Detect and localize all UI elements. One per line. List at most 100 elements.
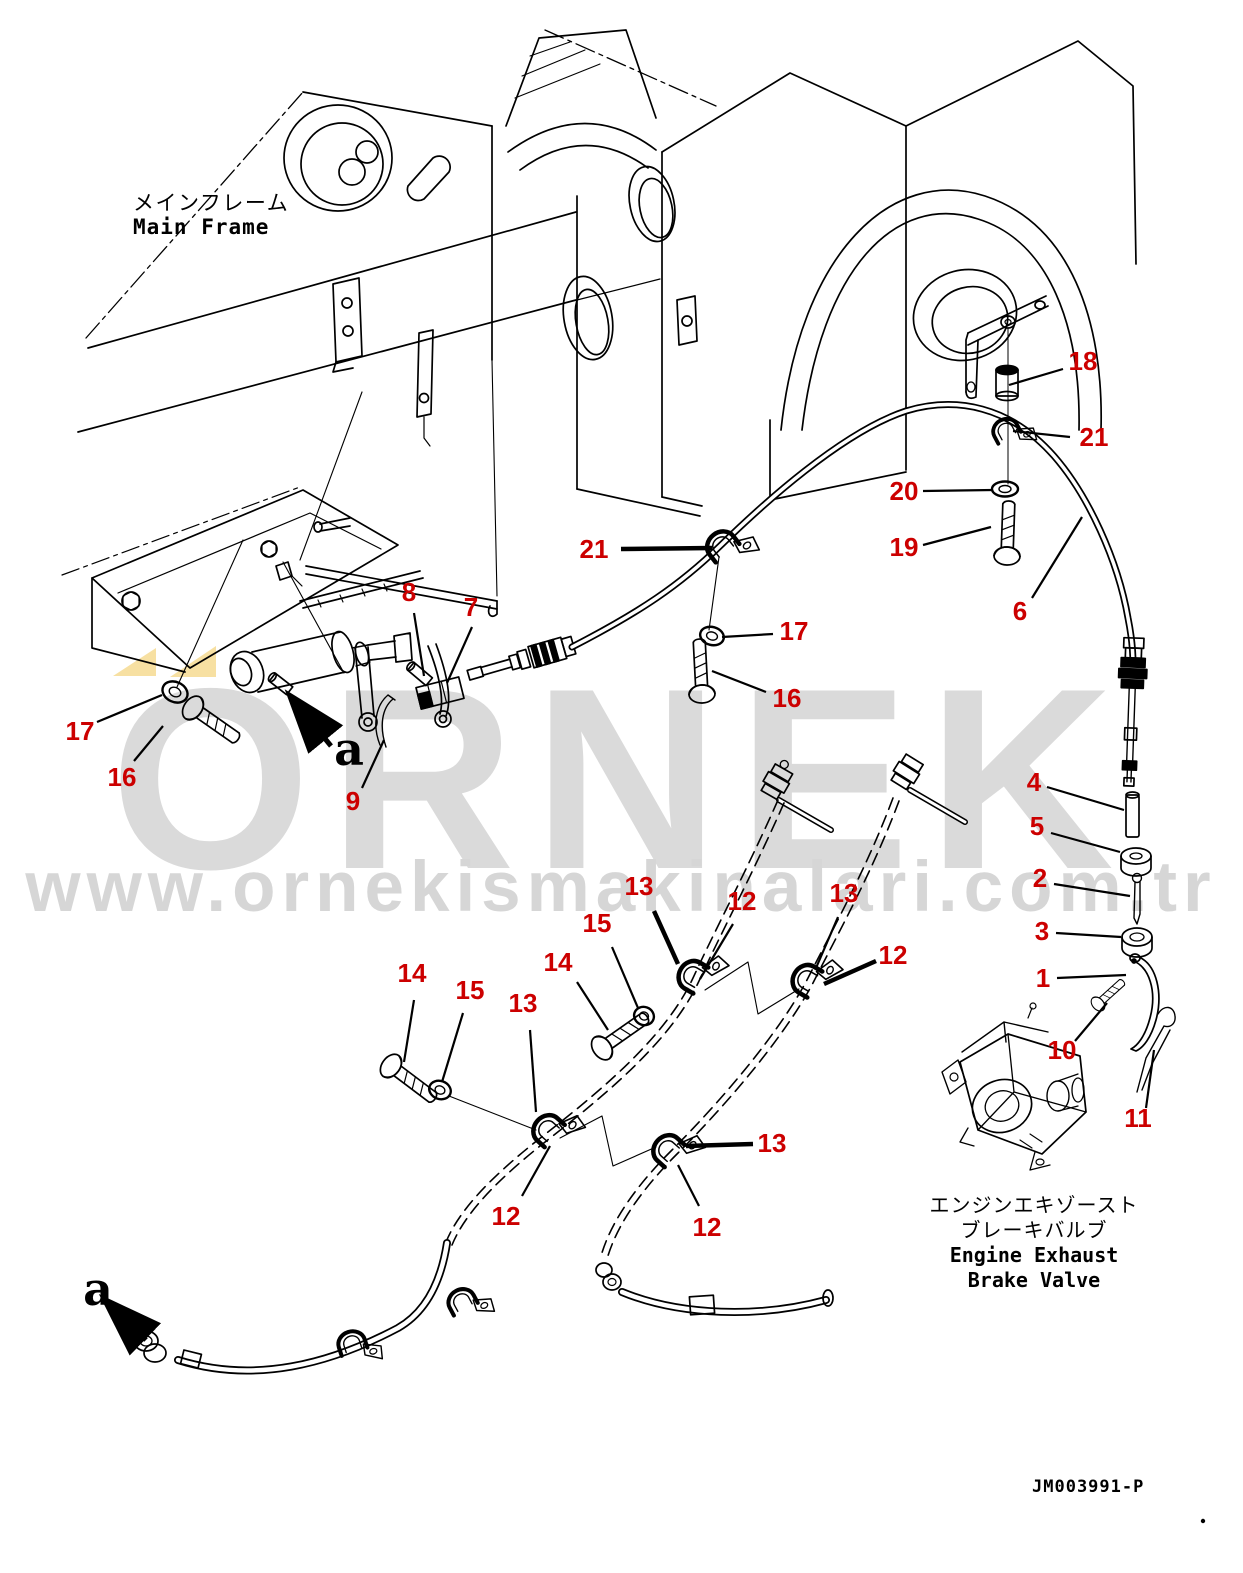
leader-line (133, 725, 164, 762)
part-number-label: 17 (66, 716, 95, 746)
leader-line (1008, 367, 1064, 387)
brake-valve-label-en1: Engine Exhaust (950, 1243, 1119, 1267)
lever-1 (1130, 956, 1160, 1052)
leader-line (445, 626, 474, 684)
part-number-label: 13 (758, 1128, 787, 1158)
leader-line (699, 923, 734, 980)
leader-line (1053, 882, 1131, 898)
fasteners (161, 625, 726, 1111)
cable-lower-end (1117, 636, 1148, 787)
part-number-label: 7 (464, 592, 478, 622)
leader-line (922, 488, 994, 493)
part-number-label: 10 (1048, 1035, 1077, 1065)
annotations: メインフレーム Main Frame エンジンエキゾースト ブレーキバルブ En… (133, 191, 1206, 1524)
leader-line (361, 739, 385, 789)
part-number-label: 21 (580, 534, 609, 564)
leader-line (610, 946, 640, 1009)
part-number-label: 12 (728, 886, 757, 916)
leader-line (1050, 831, 1121, 854)
leader-line (814, 916, 840, 969)
leader-line (1144, 1049, 1156, 1109)
part-number-label: 17 (780, 616, 809, 646)
part-number-label: 12 (879, 940, 908, 970)
main-frame-drawing (77, 29, 1137, 597)
leader-line (922, 525, 992, 547)
part-number-label: 18 (1069, 346, 1098, 376)
part-number-label: 5 (1030, 811, 1044, 841)
nut-3 (1121, 927, 1153, 947)
part-number-label: 1 (1036, 963, 1050, 993)
part-number-label: 14 (544, 947, 573, 977)
part-number-label: 12 (693, 1212, 722, 1242)
hose-assembly (133, 753, 968, 1375)
leader-line (96, 693, 163, 724)
part-number-label: 16 (108, 762, 137, 792)
drawing-number: JM003991-P (1032, 1477, 1144, 1497)
part-number-label: 13 (830, 878, 859, 908)
hose-elbow-fitting (890, 753, 924, 791)
brake-valve-drawing (941, 1002, 1087, 1171)
brake-valve-label-jp2: ブレーキバルブ (961, 1218, 1108, 1242)
part-number-label: 6 (1013, 596, 1027, 626)
part-number-label: 13 (509, 988, 538, 1018)
leader-line (651, 910, 681, 965)
leader-line (1046, 785, 1125, 812)
part-number-label: 20 (890, 476, 919, 506)
main-frame-label-jp: メインフレーム (133, 191, 289, 215)
view-letter: a (83, 1262, 113, 1316)
part-number-label: 15 (456, 975, 485, 1005)
mount-bracket-assembly (61, 486, 498, 732)
upper-bracket-parts (965, 295, 1049, 567)
leader-line (412, 612, 426, 677)
highlight-triangle (170, 646, 216, 677)
leader-line (685, 1141, 754, 1149)
view-arrow (284, 689, 344, 754)
watermark-url: www.ornekismakinalari.com.tr (24, 848, 1216, 927)
view-letter: a (334, 722, 364, 776)
part-number-label: 13 (625, 871, 654, 901)
leader-line (823, 958, 877, 987)
leader-line (1074, 1002, 1108, 1042)
part-number-label: 9 (346, 786, 360, 816)
line-art (61, 29, 1176, 1375)
block-7 (415, 676, 465, 710)
leader-line (402, 999, 416, 1063)
leader-line (576, 981, 609, 1031)
highlight-triangle (113, 648, 156, 676)
view-arrow (98, 1294, 162, 1356)
pin-4 (1125, 794, 1140, 838)
leader-line (711, 669, 767, 694)
watermark: ORNEK www.ornekismakinalari.com.tr (24, 634, 1216, 927)
part-number-label: 19 (890, 532, 919, 562)
control-cable (466, 401, 1148, 787)
leader-line (620, 545, 713, 552)
part-number-label: 14 (398, 958, 427, 988)
part-number-label: 16 (773, 683, 802, 713)
leader-line (721, 632, 774, 639)
leader-line (677, 1164, 700, 1207)
brake-valve-label-en2: Brake Valve (968, 1268, 1100, 1292)
watermark-brand: ORNEK (110, 634, 1132, 923)
part-number-label: 4 (1027, 767, 1042, 797)
hose-elbow-fitting (760, 759, 794, 801)
part-number-label: 11 (1124, 1103, 1152, 1133)
main-frame-label-en: Main Frame (133, 215, 269, 239)
leader-line (528, 1029, 538, 1113)
leader-line (1055, 931, 1122, 939)
leader-line (1031, 516, 1083, 599)
leader-line (1056, 973, 1127, 980)
hook-9 (375, 694, 396, 748)
part-number-label: 8 (402, 577, 416, 607)
leader-line (521, 1145, 551, 1197)
part-number-label: 12 (492, 1201, 521, 1231)
cotter-pin-2 (1133, 881, 1141, 925)
leader-line (1012, 429, 1071, 439)
page-dot (1200, 1518, 1206, 1524)
leader-line (440, 1012, 465, 1083)
washer-20 (990, 480, 1020, 498)
part-number-label: 3 (1035, 916, 1049, 946)
cable-end-ferrule (466, 635, 577, 681)
